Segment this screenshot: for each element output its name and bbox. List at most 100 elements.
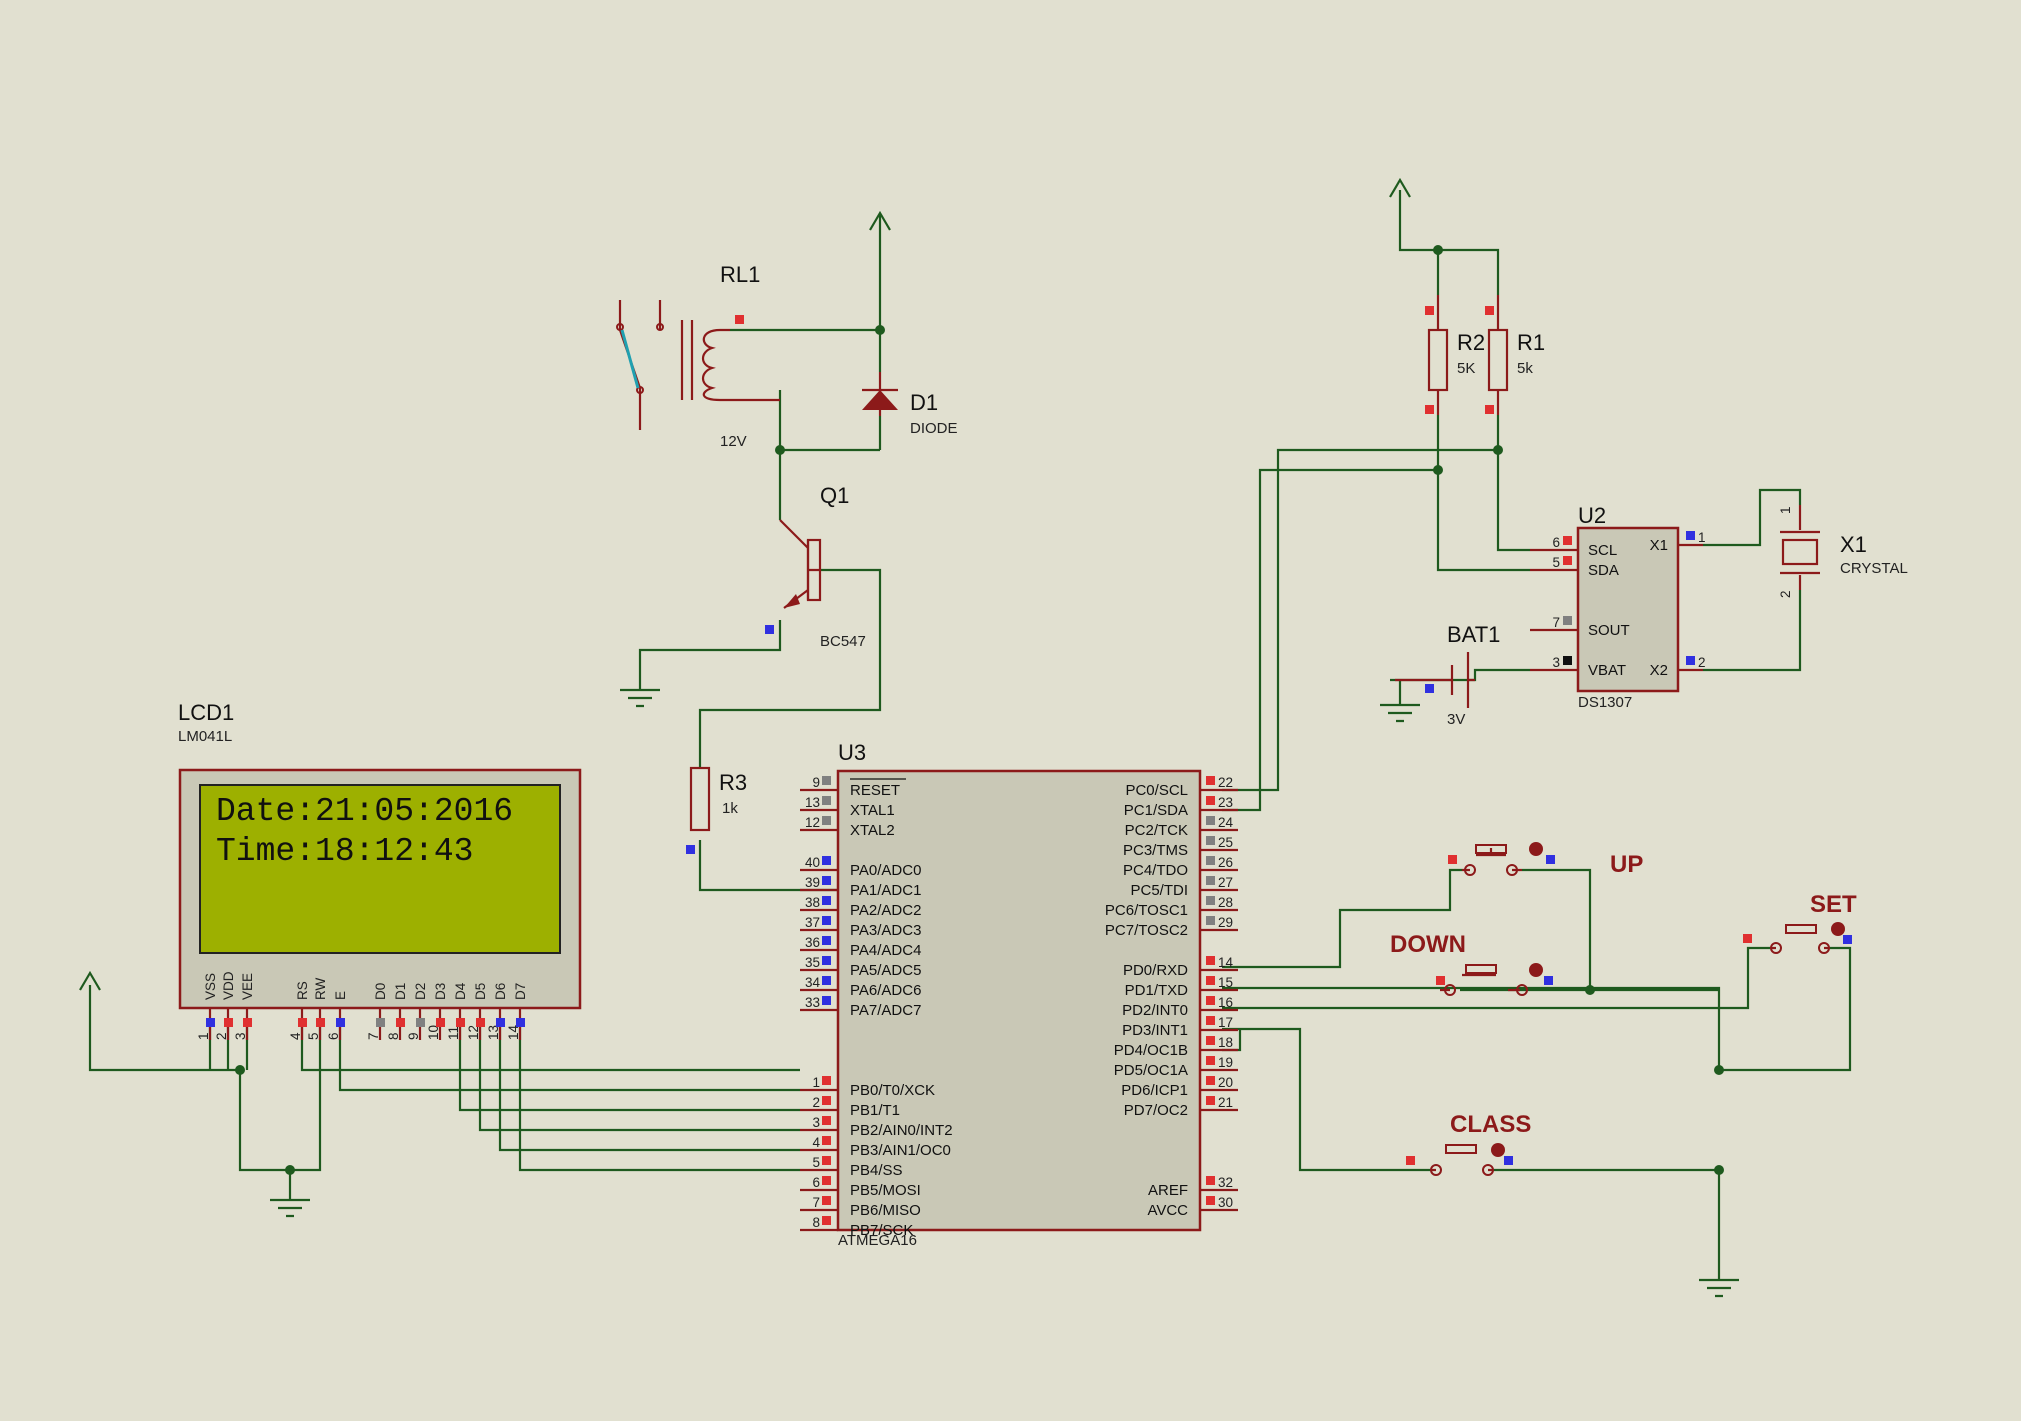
mcu-pin-number: 9 [812, 775, 820, 790]
mcu-pin-number: 26 [1218, 855, 1233, 870]
mcu-pin-number: 37 [805, 915, 820, 930]
lcd-pin-number: 12 [466, 1025, 481, 1040]
mcu-part: ATMEGA16 [838, 1232, 917, 1249]
mcu-pin-name: PA4/ADC4 [850, 942, 921, 959]
mcu-pin-state [822, 916, 831, 925]
mcu-pin-state [822, 1076, 831, 1085]
mcu-pin-state [822, 1136, 831, 1145]
lcd-pin-number: 3 [233, 1032, 248, 1040]
resistor-r1[interactable]: R1 5k [1487, 295, 1545, 415]
mcu-pin-name: PA2/ADC2 [850, 902, 921, 919]
rtc-pin-number: 1 [1698, 530, 1706, 545]
lcd-pin-number: 5 [306, 1032, 321, 1040]
lcd-line-1: Date:21:05:2016 [216, 793, 513, 830]
mcu-pin-name: XTAL2 [850, 822, 895, 839]
lcd-pin-state [496, 1018, 505, 1027]
rtc-pin-name: X1 [1650, 537, 1668, 554]
mcu-pin-name: PC5/TDI [1130, 882, 1188, 899]
mcu-pin-state [1206, 876, 1215, 885]
mcu-pin-name: PA1/ADC1 [850, 882, 921, 899]
resistor-r3[interactable]: R3 1k [689, 766, 747, 832]
transistor-value: BC547 [820, 633, 866, 650]
mcu-pin-number: 40 [805, 855, 820, 870]
lcd-pin-state [243, 1018, 252, 1027]
battery-ref: BAT1 [1447, 622, 1500, 647]
lcd-pin-state [298, 1018, 307, 1027]
lcd-pin-state [516, 1018, 525, 1027]
mcu-pin-state [1206, 896, 1215, 905]
button-up[interactable]: UP [1462, 842, 1643, 878]
lcd-pin-state [224, 1018, 233, 1027]
mcu-pin-name: PC6/TOSC1 [1105, 902, 1188, 919]
rtc-pin-state [1563, 656, 1572, 665]
mcu-pin-state [1206, 856, 1215, 865]
power-terminal-lcd [79, 970, 101, 991]
rtc-pin-name: VBAT [1588, 662, 1626, 679]
mcu-pin-state [1206, 1016, 1215, 1025]
lcd-lcd1[interactable]: LCD1 LM041L Date:21:05:2016 Time:18:12:4… [178, 700, 582, 1040]
mcu-pin-name: PA6/ADC6 [850, 982, 921, 999]
mcu-pin-name: PB4/SS [850, 1162, 903, 1179]
mcu-pin-name: RESET [850, 782, 900, 799]
rtc-pin-name: SOUT [1588, 622, 1630, 639]
mcu-pin-name: PA5/ADC5 [850, 962, 921, 979]
transistor-ref: Q1 [820, 483, 849, 508]
mcu-pin-name: PA3/ADC3 [850, 922, 921, 939]
rtc-pin-name: X2 [1650, 662, 1668, 679]
mcu-pin-state [1206, 976, 1215, 985]
battery-bat1[interactable]: BAT1 3V [1395, 622, 1500, 728]
mcu-pin-name: PD4/OC1B [1114, 1042, 1188, 1059]
rtc-pin-number: 5 [1552, 555, 1560, 570]
r2-ref: R2 [1457, 330, 1485, 355]
lcd-ref: LCD1 [178, 700, 234, 725]
junction-dots [235, 245, 1724, 1175]
mcu-pin-number: 16 [1218, 995, 1233, 1010]
button-class[interactable]: CLASS [1430, 1111, 1531, 1176]
diode-d1[interactable]: D1 DIODE [862, 372, 958, 437]
mcu-pin-number: 14 [1218, 955, 1234, 970]
mcu-pin-name: PC2/TCK [1125, 822, 1188, 839]
mcu-pin-name: PC1/SDA [1124, 802, 1188, 819]
lcd-pin-name: D2 [413, 983, 428, 1000]
r1-ref: R1 [1517, 330, 1545, 355]
diode-value: DIODE [910, 420, 958, 437]
r2-value: 5K [1457, 360, 1475, 377]
mcu-pin-state [1206, 1096, 1215, 1105]
button-set[interactable]: SET [1770, 891, 1857, 954]
lcd-line-2: Time:18:12:43 [216, 833, 473, 870]
relay-rl1[interactable]: RL1 12V [616, 262, 780, 450]
mcu-pin-number: 4 [812, 1135, 820, 1150]
button-down[interactable]: DOWN [1390, 931, 1543, 996]
mcu-pin-state [1206, 1056, 1215, 1065]
relay-value: 12V [720, 433, 747, 450]
r3-value: 1k [722, 800, 738, 817]
crystal-x1[interactable]: X1 CRYSTAL 1 2 [1778, 505, 1908, 598]
mcu-pin-state [822, 1216, 831, 1225]
mcu-pin-number: 7 [812, 1195, 820, 1210]
rtc-ref: U2 [1578, 503, 1606, 528]
mcu-pin-number: 32 [1218, 1175, 1233, 1190]
mcu-pin-name: PC7/TOSC2 [1105, 922, 1188, 939]
resistor-r2[interactable]: R2 5K [1427, 295, 1485, 415]
r1-value: 5k [1517, 360, 1533, 377]
mcu-pin-number: 8 [812, 1215, 820, 1230]
diode-ref: D1 [910, 390, 938, 415]
mcu-pin-state [822, 816, 831, 825]
mcu-pin-name: PD3/INT1 [1122, 1022, 1188, 1039]
lcd-pin-name: D1 [393, 983, 408, 1000]
lcd-pin-name: D6 [493, 983, 508, 1000]
mcu-pin-state [1206, 796, 1215, 805]
lcd-pin-name: VDD [221, 971, 236, 1000]
transistor-q1[interactable]: Q1 BC547 [779, 483, 866, 650]
mcu-pin-number: 35 [805, 955, 820, 970]
mcu-pin-name: PC4/TDO [1123, 862, 1188, 879]
lcd-pin-name: D0 [373, 983, 388, 1000]
button-set-label: SET [1810, 891, 1857, 918]
rtc-pin-number: 2 [1698, 655, 1706, 670]
lcd-pin-name: D3 [433, 983, 448, 1000]
lcd-pin-name: RW [313, 977, 328, 1000]
